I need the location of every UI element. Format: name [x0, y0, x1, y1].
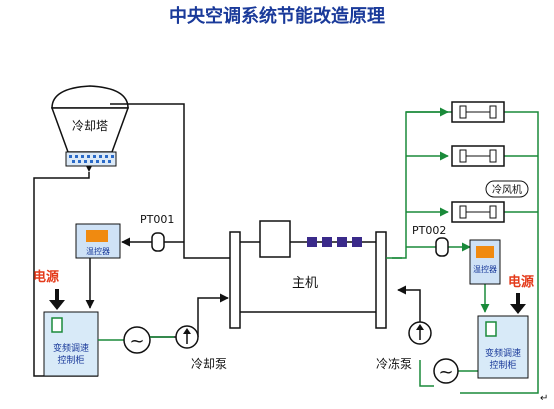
pt002-label: PT002: [412, 224, 446, 237]
left-temperature-controller: [75, 223, 121, 259]
fan-coil-unit-2: [451, 145, 505, 167]
fan-unit-label: 冷风机: [492, 183, 522, 196]
left-vfd-label-line2: 控制柜: [57, 354, 84, 366]
right-power-arrow: [510, 293, 526, 314]
diagram-title: 中央空调系统节能改造原理: [169, 5, 385, 27]
cooling-tower: [50, 85, 130, 172]
pt001-sensor: [151, 232, 165, 252]
pt001-label: PT001: [140, 213, 174, 226]
chilled-pump: [408, 321, 432, 345]
right-vfd-label-line2: 控制柜: [489, 359, 516, 371]
left-vfd-label-line1: 变频调速: [53, 342, 89, 354]
right-vfd-cabinet: [477, 315, 529, 379]
left-motor: [98, 326, 174, 354]
left-motor-symbol: ~: [129, 331, 144, 352]
pt002-sensor: [435, 237, 449, 257]
fan-coil-unit-3: [451, 201, 505, 223]
cooling-pump-label: 冷却泵: [191, 357, 227, 371]
left-controller-label: 温控器: [86, 246, 110, 256]
fan-coil-unit-1: [451, 101, 505, 123]
left-power-label: 电源: [33, 269, 59, 285]
right-motor-symbol: ~: [438, 362, 453, 383]
corner-mark: ↵: [540, 393, 548, 404]
main-unit-label: 主机: [292, 276, 318, 291]
right-temperature-controller: [469, 239, 501, 285]
cooling-pump: [175, 325, 199, 349]
right-power-label: 电源: [508, 274, 534, 290]
left-vfd-cabinet: [43, 311, 99, 377]
left-power-arrow: [49, 289, 65, 310]
main-unit: [229, 220, 387, 329]
right-vfd-label-line1: 变频调速: [485, 347, 521, 359]
chilled-pump-label: 冷冻泵: [376, 356, 412, 371]
right-controller-label: 温控器: [473, 264, 497, 274]
fan-unit-label-badge: [485, 180, 529, 198]
cooling-tower-label: 冷却塔: [72, 119, 108, 133]
right-motor: [433, 358, 459, 384]
